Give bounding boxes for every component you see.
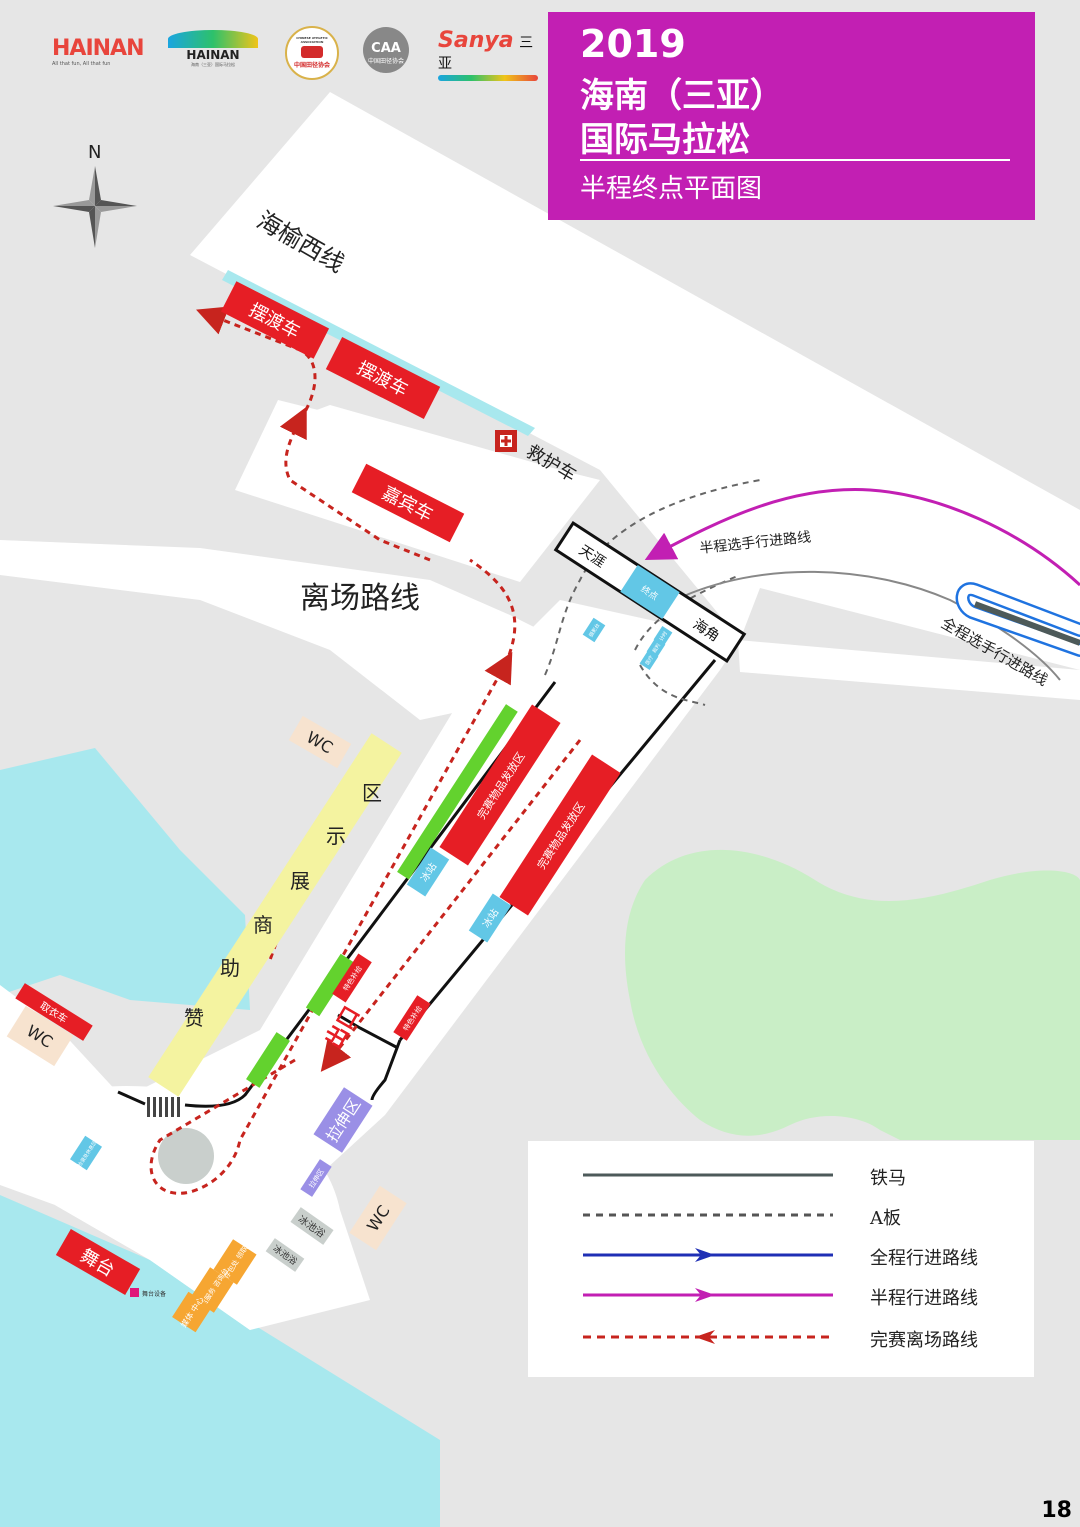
finish-gate: 天涯 终点 海角 — [553, 520, 747, 664]
orange-zone-3: 媒体 中心 — [172, 1291, 212, 1333]
legend-line-half-route — [583, 1288, 833, 1302]
ambulance-icon — [495, 430, 517, 452]
exit-route-label: 离场路线 — [300, 581, 420, 616]
timing-label-1: 计时 — [658, 630, 669, 642]
logo-hainan-tagline: All that fun, All that fun — [52, 61, 111, 67]
legend-row-half-route: 半程行进路线 — [528, 1275, 1034, 1315]
road-haiyu-west — [190, 92, 1080, 670]
title-subtitle: 半程终点平面图 — [580, 174, 763, 204]
wc-1: WC — [288, 715, 352, 769]
sponsor-zone-chars: 赞 助 商 展 示 区 — [184, 781, 382, 1030]
logo-caa-badge: CAA 中国田径协会 — [363, 27, 409, 73]
logo-hainan-color: HAINAN All that fun, All that fun — [52, 36, 144, 67]
logo-caa-emblem-icon — [301, 46, 323, 58]
legend-row-barrier: 铁马 — [528, 1155, 1034, 1195]
green-zone-2 — [305, 953, 355, 1017]
compass-north-label: N — [88, 142, 101, 163]
logo-sanya-cn: 三亚 — [438, 35, 534, 72]
road-exit-lane — [0, 540, 560, 720]
sponsor-char-5: 示 — [326, 824, 346, 848]
road-right-strip — [738, 640, 1080, 700]
legend-label-barrier: 铁马 — [870, 1168, 906, 1189]
title-divider — [580, 159, 1010, 161]
legend-line-barrier — [583, 1173, 833, 1177]
sponsor-char-1: 赞 — [184, 1006, 204, 1030]
page-number: 18 — [1041, 1498, 1072, 1523]
stage-zone: 舞台 — [55, 1229, 141, 1295]
sponsor-char-4: 展 — [290, 869, 310, 893]
logo-caa-badge-cn: 中国田径协会 — [367, 58, 404, 65]
ice-station-2: 冰站 — [468, 893, 512, 943]
crosswalk — [145, 1097, 185, 1117]
title-line-1: 海南（三亚） — [580, 76, 784, 116]
ice-station-1: 冰站 — [406, 847, 450, 897]
compass-rose — [53, 166, 137, 248]
sponsor-char-6: 区 — [362, 781, 382, 805]
green-zone-3 — [246, 1032, 290, 1088]
logo-hainan-wave-icon — [168, 30, 258, 48]
logo-hainan-blue: HAINAN 海南（三亚）国际马拉松 — [168, 30, 258, 68]
legend-row-aboard: A板 — [528, 1195, 1034, 1235]
title-line-2: 国际马拉松 — [580, 120, 750, 160]
wc-2: WC — [6, 1005, 74, 1067]
logo-hainan-color-text: HAINAN — [52, 36, 144, 61]
sponsor-char-2: 助 — [220, 956, 240, 980]
logo-sanya-text: Sanya — [438, 28, 514, 53]
parking-inner — [290, 405, 560, 560]
legend-row-full-route: 全程行进路线 — [528, 1235, 1034, 1275]
legend-line-full-route — [583, 1248, 833, 1262]
wc-3: WC — [349, 1185, 407, 1251]
road-edge-strip — [222, 270, 535, 436]
sponsor-char-3: 商 — [253, 913, 273, 937]
photo-platform: 摄影台 — [582, 617, 606, 643]
road-plaza — [40, 1086, 370, 1330]
legend-box: 铁马 A板 全程行进路线 半程行进路线 完赛离场路线 — [528, 1141, 1034, 1377]
stage-device-label: 舞台设备 — [142, 1290, 166, 1298]
logo-hainan-blue-text: HAINAN — [186, 48, 240, 62]
logo-caa-circle-text: CHINESE ATHLETIC ASSOCIATION — [296, 36, 328, 44]
timing-label-2: 裁判 — [651, 642, 662, 654]
title-box: 2019 海南（三亚） 国际马拉松 半程终点平面图 — [548, 12, 1035, 220]
logo-sanya-wave-icon — [438, 75, 538, 81]
legend-row-exit-route: 完赛离场路线 — [528, 1317, 1034, 1357]
logo-sanya: Sanya 三亚 — [438, 28, 538, 81]
legend-label-exit-route: 完赛离场路线 — [870, 1330, 978, 1351]
stage-device-marker — [130, 1288, 139, 1297]
legend-line-exit-route — [583, 1330, 833, 1344]
logo-caa-circle: CHINESE ATHLETIC ASSOCIATION 中国田径协会 — [285, 26, 339, 80]
sponsor-zone — [148, 733, 402, 1097]
water-area-left — [0, 748, 250, 1010]
park-area — [625, 849, 1080, 1140]
legend-label-full-route: 全程行进路线 — [870, 1248, 978, 1269]
legend-label-half-route: 半程行进路线 — [870, 1288, 978, 1309]
timing-booths: 计时 裁判 医疗 — [639, 626, 673, 670]
legend-label-aboard: A板 — [870, 1208, 901, 1229]
supply-zone-green-1 — [397, 704, 518, 880]
logo-hainan-blue-sub: 海南（三亚）国际马拉松 — [191, 62, 235, 67]
half-marathon-route — [644, 488, 1080, 587]
title-year: 2019 — [580, 22, 686, 66]
gray-route-line — [674, 570, 1061, 681]
legend-line-aboard — [583, 1213, 833, 1217]
barriers — [117, 659, 717, 1108]
timing-label-3: 医疗 — [644, 654, 655, 666]
roundabout — [158, 1128, 214, 1184]
logo-caa-badge-text: CAA — [371, 41, 401, 56]
logo-caa-circle-cn: 中国田径协会 — [293, 62, 330, 69]
